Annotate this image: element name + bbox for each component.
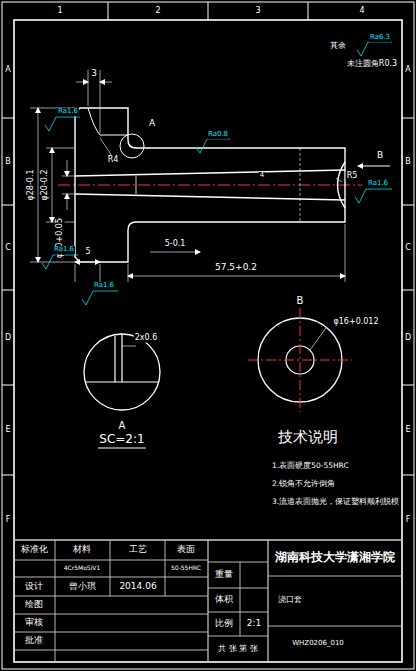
roughness: Ra1.6 [53, 246, 75, 254]
drawing-number: WHZ0206_010 [292, 640, 344, 648]
roughness: Ra0.8 [207, 131, 229, 139]
note-text: 3.流道表面抛光，保证塑料顺利脱模 [272, 498, 399, 506]
table-cell: 50-55HRC [171, 565, 201, 572]
grid-letter: C [405, 244, 411, 253]
table-cell: 2014.06 [119, 582, 156, 592]
section-letter: A [118, 420, 127, 431]
grid-number: 3 [255, 7, 260, 16]
grid-letter: E [5, 426, 10, 435]
roughness: Ra1.6 [93, 282, 115, 290]
table-cell: 表面 [177, 545, 195, 555]
grid-letter: F [406, 516, 411, 525]
note-text: 2.锐角不允许倒角 [272, 480, 335, 488]
dimension: φ28-0.1 [27, 168, 36, 201]
table-cell: 审核 [25, 618, 43, 628]
grid-letter: C [5, 244, 11, 253]
part-name: 浇口套 [278, 596, 302, 605]
grid-number: 2 [155, 7, 160, 16]
table-cell: 比例 [215, 619, 233, 629]
grid-letter: D [5, 334, 11, 343]
grid-letter: B [405, 158, 411, 167]
radius-dimension: R5 [346, 172, 359, 181]
dimension: φ20-0.2 [41, 168, 50, 201]
grid-letter: A [5, 66, 10, 75]
grid-letter: E [405, 426, 410, 435]
dimension: 5 [84, 248, 91, 257]
dimension: 5-0.1 [164, 240, 187, 249]
scale-label: SC=2:1 [98, 433, 145, 446]
table-cell: 4Cr5MoSiV1 [64, 565, 101, 572]
grid-letter: D [405, 334, 411, 343]
grid-letter: F [6, 516, 11, 525]
roughness: Ra1.6 [57, 108, 79, 116]
table-cell: 共 张 第 张 [218, 645, 258, 654]
grid-number: 1 [57, 7, 62, 16]
table-cell: 批准 [25, 636, 43, 646]
view-letter: B [296, 295, 305, 306]
notes-heading: 技术说明 [278, 429, 338, 446]
table-cell: 绘图 [25, 600, 43, 610]
table-cell: 重量 [215, 570, 233, 580]
note-text: 未注圆角R0.3 [346, 60, 398, 69]
table-cell: 工艺 [129, 545, 147, 555]
radius-dimension: R4 [107, 156, 120, 165]
school-name: 湖南科技大学潇湘学院 [275, 551, 395, 564]
dimension: 4 [259, 172, 265, 180]
dimension: 2x0.6 [134, 334, 159, 343]
table-cell: 标准化 [21, 545, 48, 555]
table-cell: 体积 [215, 595, 233, 605]
grid-number: 4 [359, 7, 364, 16]
view-letter: B [376, 151, 384, 161]
roughness: Ra6.3 [369, 34, 391, 42]
note-text: 其余 [329, 42, 347, 51]
dimension: φ16+0.012 [332, 318, 379, 327]
dimension: 3 [90, 69, 98, 79]
grid-letter: B [5, 158, 11, 167]
view-letter: A [148, 119, 156, 129]
table-cell: 设计 [25, 582, 43, 592]
dimension: 57.5+0.2 [214, 263, 258, 273]
table-cell: 材料 [73, 545, 91, 555]
table-cell: 曾小琪 [69, 582, 96, 592]
table-cell: 2:1 [247, 619, 261, 629]
note-text: 1.表面硬度50-55HRC [272, 462, 349, 470]
roughness: Ra1.6 [367, 180, 389, 188]
grid-letter: A [405, 66, 410, 75]
